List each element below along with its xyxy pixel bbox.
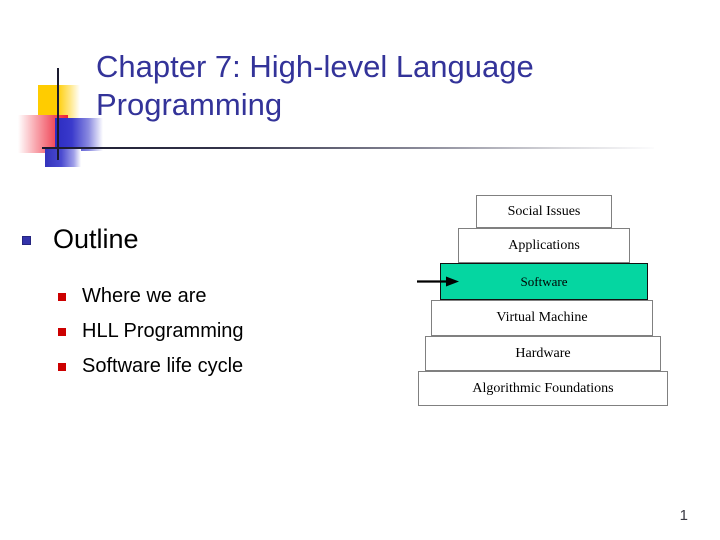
square-bullet-icon [58, 293, 66, 301]
list-item-label: Where we are [82, 285, 207, 307]
horizontal-rule [42, 147, 654, 149]
pyramid-layer-applications: Applications [458, 228, 630, 263]
title-decoration [0, 0, 700, 175]
outline-heading-label: Outline [53, 224, 139, 254]
pyramid-layer-algorithmic-foundations: Algorithmic Foundations [418, 371, 668, 406]
page-title: Chapter 7: High-level Language Programmi… [96, 49, 534, 122]
page-number: 1 [679, 507, 688, 524]
arrow-right-icon [417, 276, 459, 287]
square-bullet-icon [58, 363, 66, 371]
pyramid-layer-label: Algorithmic Foundations [472, 380, 614, 396]
outline-list: Outline Where we are HLL Programming Sof… [22, 224, 392, 389]
pyramid-layer-label: Applications [508, 237, 580, 253]
list-item-label: HLL Programming [82, 320, 244, 342]
list-item: Where we are [58, 284, 392, 308]
pyramid-layer-software: Software [440, 263, 648, 300]
blue-square-icon [55, 118, 103, 151]
outline-heading-row: Outline [22, 224, 392, 254]
pyramid-layer-hardware: Hardware [425, 336, 661, 371]
square-bullet-icon [58, 328, 66, 336]
pyramid-layer-label: Software [520, 273, 568, 289]
vertical-rule [57, 68, 59, 160]
pyramid-layer-virtual-machine: Virtual Machine [431, 300, 653, 336]
pyramid-layer-label: Hardware [515, 345, 571, 361]
list-item: HLL Programming [58, 319, 392, 343]
list-item: Software life cycle [58, 354, 392, 378]
pyramid-layer-social-issues: Social Issues [476, 195, 612, 228]
outline-sublist: Where we are HLL Programming Software li… [58, 284, 392, 378]
pyramid-layer-label: Virtual Machine [496, 310, 588, 325]
pyramid-layer-label: Social Issues [507, 203, 581, 219]
blue-square-lower-icon [45, 149, 81, 167]
list-item-label: Software life cycle [82, 355, 244, 377]
pyramid-diagram: Social Issues Applications Software Virt… [418, 195, 670, 410]
square-bullet-icon [22, 236, 31, 245]
